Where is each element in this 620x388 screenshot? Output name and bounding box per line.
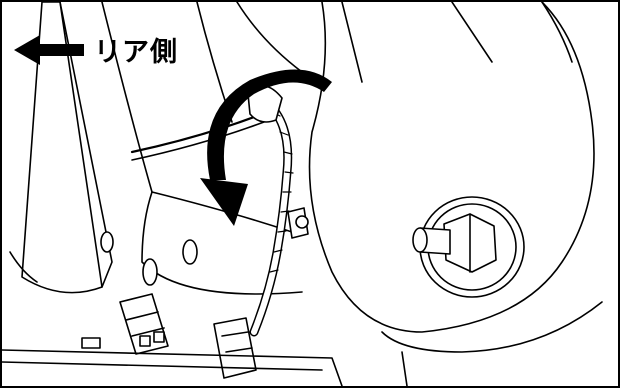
base-plate (2, 349, 343, 386)
panel-hole (142, 258, 158, 286)
arrow-left-icon (14, 34, 84, 65)
panel-hole (100, 231, 114, 253)
housing-outline (308, 2, 595, 333)
rotation-arrow (207, 69, 332, 180)
cable (130, 112, 264, 154)
panel-hole (182, 239, 198, 265)
rear-side-label: リア側 (94, 37, 178, 68)
rear-side-callout: リア側 (14, 30, 178, 69)
